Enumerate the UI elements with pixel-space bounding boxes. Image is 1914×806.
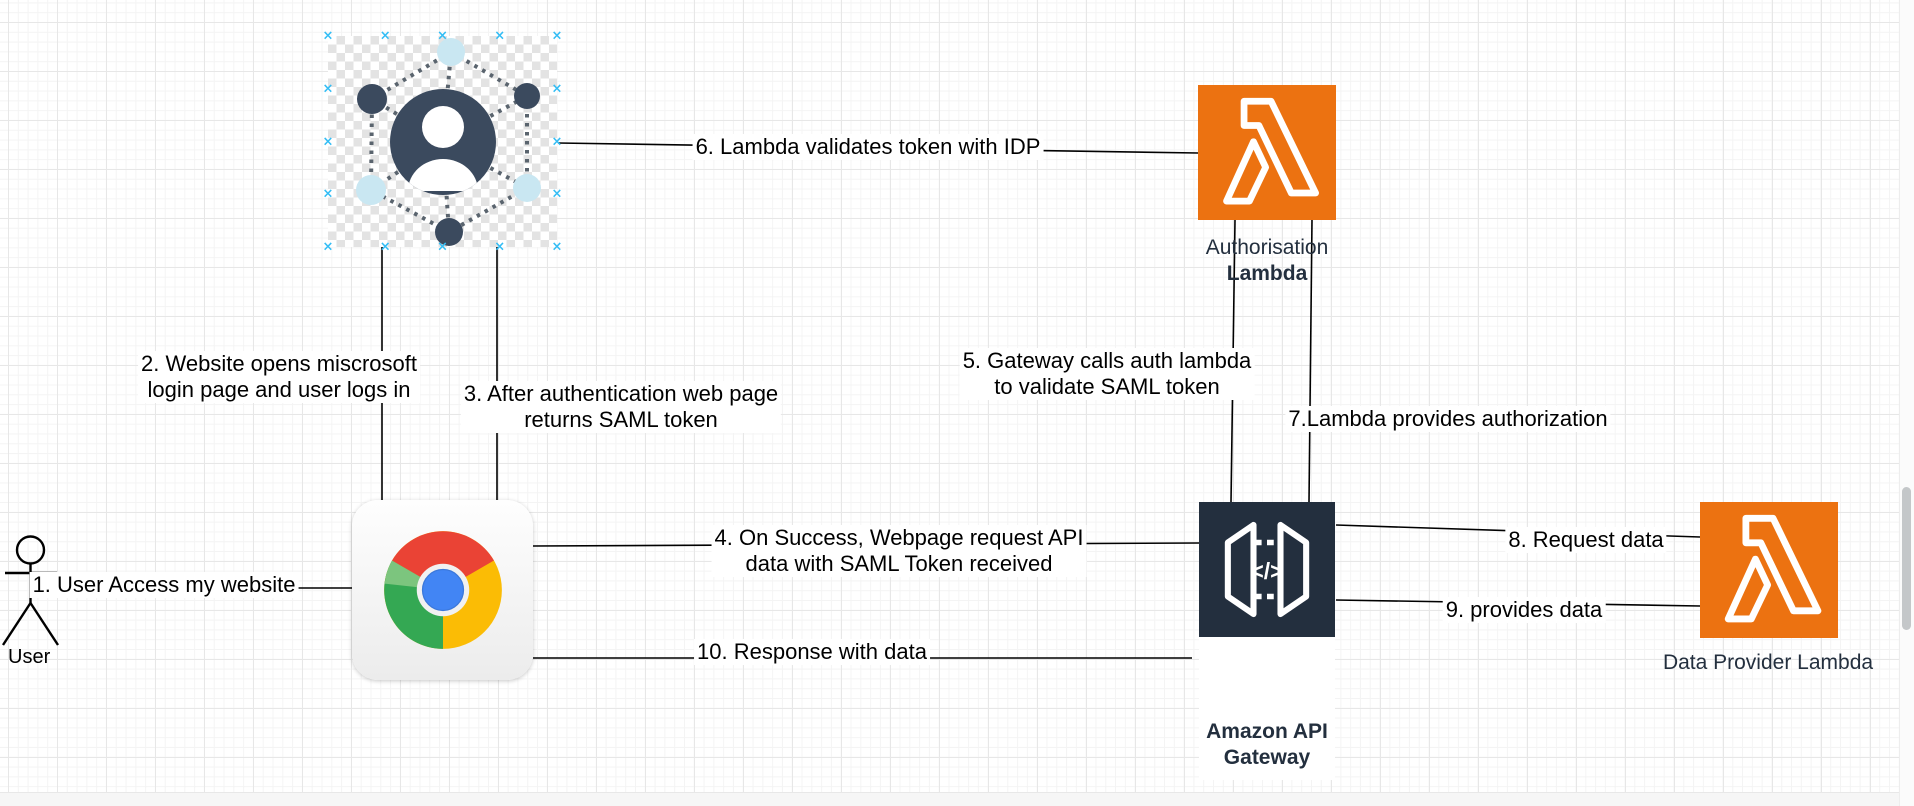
- api-gateway-label-bg: [1199, 637, 1335, 780]
- api-gateway-label-line1[interactable]: Amazon API: [1206, 720, 1328, 743]
- api-gateway-icon: </>: [1224, 521, 1310, 618]
- chrome-icon: [383, 531, 502, 649]
- edge-3-label[interactable]: 3. After authentication web page returns…: [460, 381, 782, 433]
- auth-lambda-label-line2[interactable]: Lambda: [1226, 262, 1308, 285]
- edge-2-label[interactable]: 2. Website opens miscrosoft login page a…: [138, 351, 420, 403]
- edge-9-label[interactable]: 9. provides data: [1442, 597, 1606, 623]
- data-lambda-label[interactable]: Data Provider Lambda: [1662, 651, 1874, 674]
- browser-node[interactable]: [352, 500, 533, 680]
- edge-6-label[interactable]: 6. Lambda validates token with IDP: [692, 134, 1044, 160]
- data-lambda-node[interactable]: [1700, 502, 1838, 638]
- lambda-icon: [1724, 514, 1822, 623]
- lambda-icon: [1223, 97, 1319, 205]
- edge-7-line[interactable]: [1308, 219, 1313, 503]
- identity-network-icon: [356, 38, 541, 246]
- user-label: User: [8, 646, 51, 668]
- vertical-scrollbar-track[interactable]: [1899, 0, 1914, 806]
- edge-5-label[interactable]: 5. Gateway calls auth lambda to validate…: [959, 348, 1255, 400]
- code-glyph: </>: [1250, 558, 1283, 584]
- horizontal-scrollbar-track[interactable]: [0, 792, 1914, 806]
- person-icon: [408, 106, 478, 191]
- auth-lambda-node[interactable]: [1198, 85, 1336, 220]
- edge-7-label[interactable]: 7.Lambda provides authorization: [1285, 406, 1611, 432]
- edge-1-label[interactable]: 1. User Access my website: [29, 572, 299, 598]
- api-gateway-label-line2[interactable]: Gateway: [1223, 746, 1311, 769]
- edge-4-label[interactable]: 4. On Success, Webpage request API data …: [711, 525, 1087, 577]
- identity-image-node[interactable]: ××××××××××××××××: [323, 30, 563, 254]
- vertical-scrollbar-thumb[interactable]: [1902, 487, 1911, 630]
- edge-10-label[interactable]: 10. Response with data: [694, 639, 930, 665]
- auth-lambda-label-line1[interactable]: Authorisation: [1205, 236, 1329, 259]
- edge-8-label[interactable]: 8. Request data: [1505, 527, 1667, 553]
- api-gateway-node[interactable]: </>: [1199, 502, 1335, 637]
